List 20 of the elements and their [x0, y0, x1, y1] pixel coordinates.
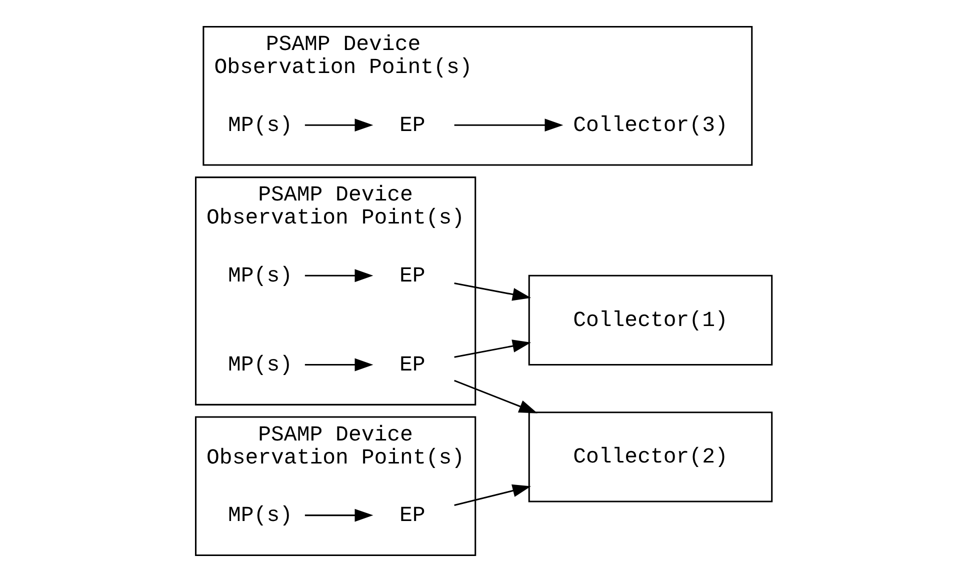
node-text: EP: [399, 353, 426, 378]
node-text: Collector(3): [573, 114, 728, 138]
node-text: MP(s): [228, 504, 293, 528]
node-text: MP(s): [228, 114, 293, 138]
node-text: EP: [399, 114, 426, 138]
arrow: [304, 358, 374, 372]
arrow: [454, 484, 531, 506]
node-text: MP(s): [228, 353, 293, 378]
node-box: Collector(1): [528, 274, 773, 366]
arrow: [454, 380, 538, 414]
arrow: [454, 118, 564, 132]
arrow: [454, 340, 531, 358]
node-box: Collector(2): [528, 412, 773, 502]
arrow: [304, 118, 374, 132]
node-text: MP(s): [228, 264, 293, 288]
arrow: [304, 508, 374, 522]
node-text: EP: [399, 504, 426, 528]
arrow: [454, 282, 531, 301]
node-text: EP: [399, 264, 426, 288]
arrow: [304, 269, 374, 282]
